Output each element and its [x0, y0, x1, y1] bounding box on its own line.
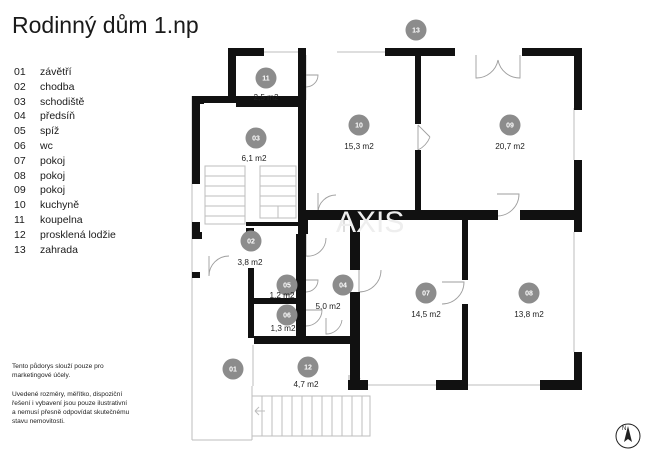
room-04: 04 5,0 m2 [315, 274, 354, 311]
room-11: 11 2,5 m2 [253, 67, 279, 102]
svg-text:15,3 m2: 15,3 m2 [344, 142, 374, 151]
room-08: 08 13,8 m2 [514, 282, 544, 319]
svg-text:02: 02 [247, 239, 255, 246]
svg-text:4,7 m2: 4,7 m2 [293, 380, 318, 389]
svg-text:6,1 m2: 6,1 m2 [241, 154, 266, 163]
marketing-note: Tento půdorys slouží pouze pro marketing… [12, 363, 104, 379]
svg-text:06: 06 [283, 313, 291, 320]
svg-text:09: 09 [506, 123, 514, 130]
room-10: 10 15,3 m2 [344, 114, 374, 151]
svg-text:14,5 m2: 14,5 m2 [411, 310, 441, 319]
svg-text:03: 03 [252, 136, 260, 143]
svg-text:13: 13 [412, 28, 420, 35]
thin-lines [191, 51, 575, 441]
svg-text:11: 11 [262, 76, 270, 83]
room-06: 06 1,3 m2 [270, 304, 298, 333]
svg-text:12: 12 [304, 365, 312, 372]
svg-text:N: N [622, 426, 626, 432]
page-title: Rodinný dům 1.np [12, 12, 199, 38]
room-07: 07 14,5 m2 [411, 282, 441, 319]
room-13: 13 [405, 19, 427, 41]
svg-text:13,8 m2: 13,8 m2 [514, 310, 544, 319]
svg-text:08: 08 [525, 291, 533, 298]
svg-text:1,2 m2: 1,2 m2 [269, 291, 294, 300]
svg-text:5,0 m2: 5,0 m2 [315, 302, 340, 311]
room-09: 09 20,7 m2 [495, 114, 525, 151]
svg-text:05: 05 [283, 283, 291, 290]
svg-text:3,8 m2: 3,8 m2 [237, 258, 262, 267]
svg-text:01: 01 [229, 367, 237, 374]
room-01: 01 [222, 358, 244, 380]
svg-text:04: 04 [339, 283, 347, 290]
door-swings [208, 55, 521, 387]
svg-text:10: 10 [355, 123, 363, 130]
room-03: 03 6,1 m2 [241, 127, 267, 163]
room-05: 05 1,2 m2 [269, 274, 298, 300]
svg-text:2,5 m2: 2,5 m2 [253, 93, 278, 102]
svg-text:1,3 m2: 1,3 m2 [270, 324, 295, 333]
walls [192, 48, 582, 390]
svg-text:20,7 m2: 20,7 m2 [495, 142, 525, 151]
svg-text:07: 07 [422, 291, 430, 298]
compass-icon: N [615, 423, 641, 449]
room-12: 12 4,7 m2 [293, 356, 319, 389]
disclaimer-note: Uvedené rozměry, měřítko, dispoziční řeš… [12, 391, 130, 425]
room-02: 02 3,8 m2 [237, 230, 263, 267]
watermark: AXIS [336, 206, 404, 239]
